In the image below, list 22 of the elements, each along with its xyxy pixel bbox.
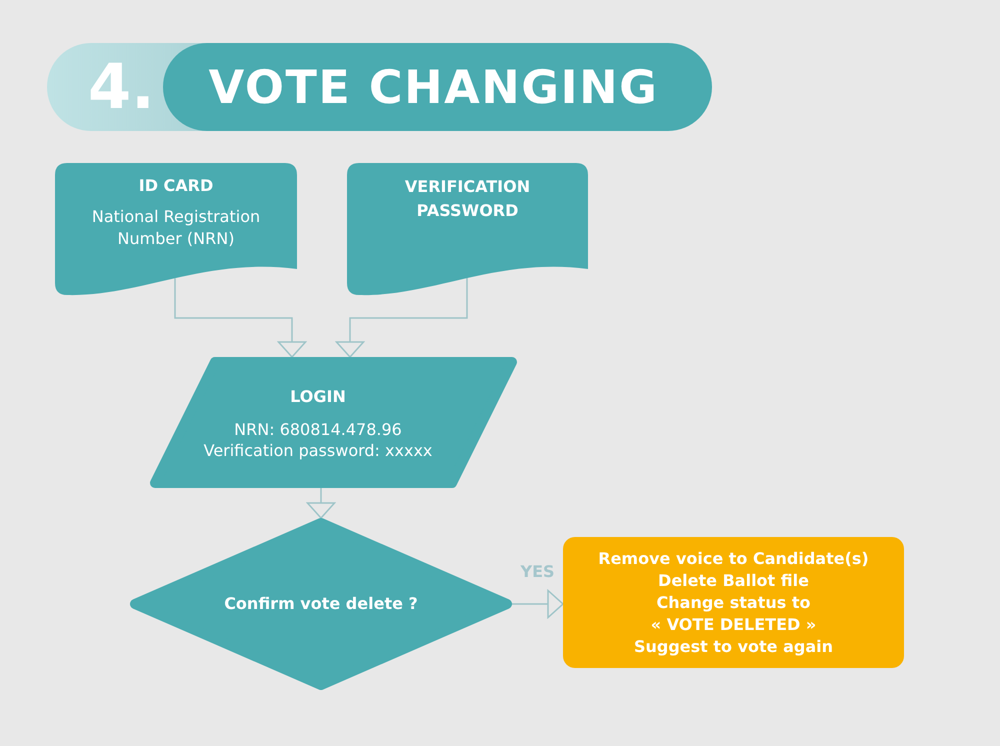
process-box: [563, 537, 904, 668]
node-text: NRN: 680814.478.96: [234, 419, 402, 440]
document-shape: [55, 163, 297, 295]
node-text: National Registration Number (NRN): [90, 206, 262, 250]
arrow: [336, 278, 468, 358]
decision-text: Confirm vote delete ?: [224, 593, 418, 615]
node-text: Verification password: xxxxx: [204, 440, 432, 461]
step-text: Suggest to vote again: [634, 636, 834, 658]
title: VOTE CHANGING: [208, 62, 658, 112]
node-heading: ID CARD: [138, 175, 214, 197]
decision-diamond: [130, 518, 512, 690]
input-parallelogram: [150, 357, 517, 488]
step-text: Delete Ballot file: [658, 570, 809, 592]
arrow: [512, 590, 564, 618]
arrow: [306, 488, 336, 519]
node-heading: LOGIN: [290, 386, 346, 408]
step-text: Remove voice to Candidate(s): [598, 548, 869, 570]
section-number: 4.: [88, 54, 155, 120]
node-heading: VERIFICATION PASSWORD: [404, 176, 532, 222]
document-shape: [347, 163, 588, 295]
arrow: [174, 278, 306, 358]
step-text: Change status to « VOTE DELETED »: [650, 592, 818, 636]
